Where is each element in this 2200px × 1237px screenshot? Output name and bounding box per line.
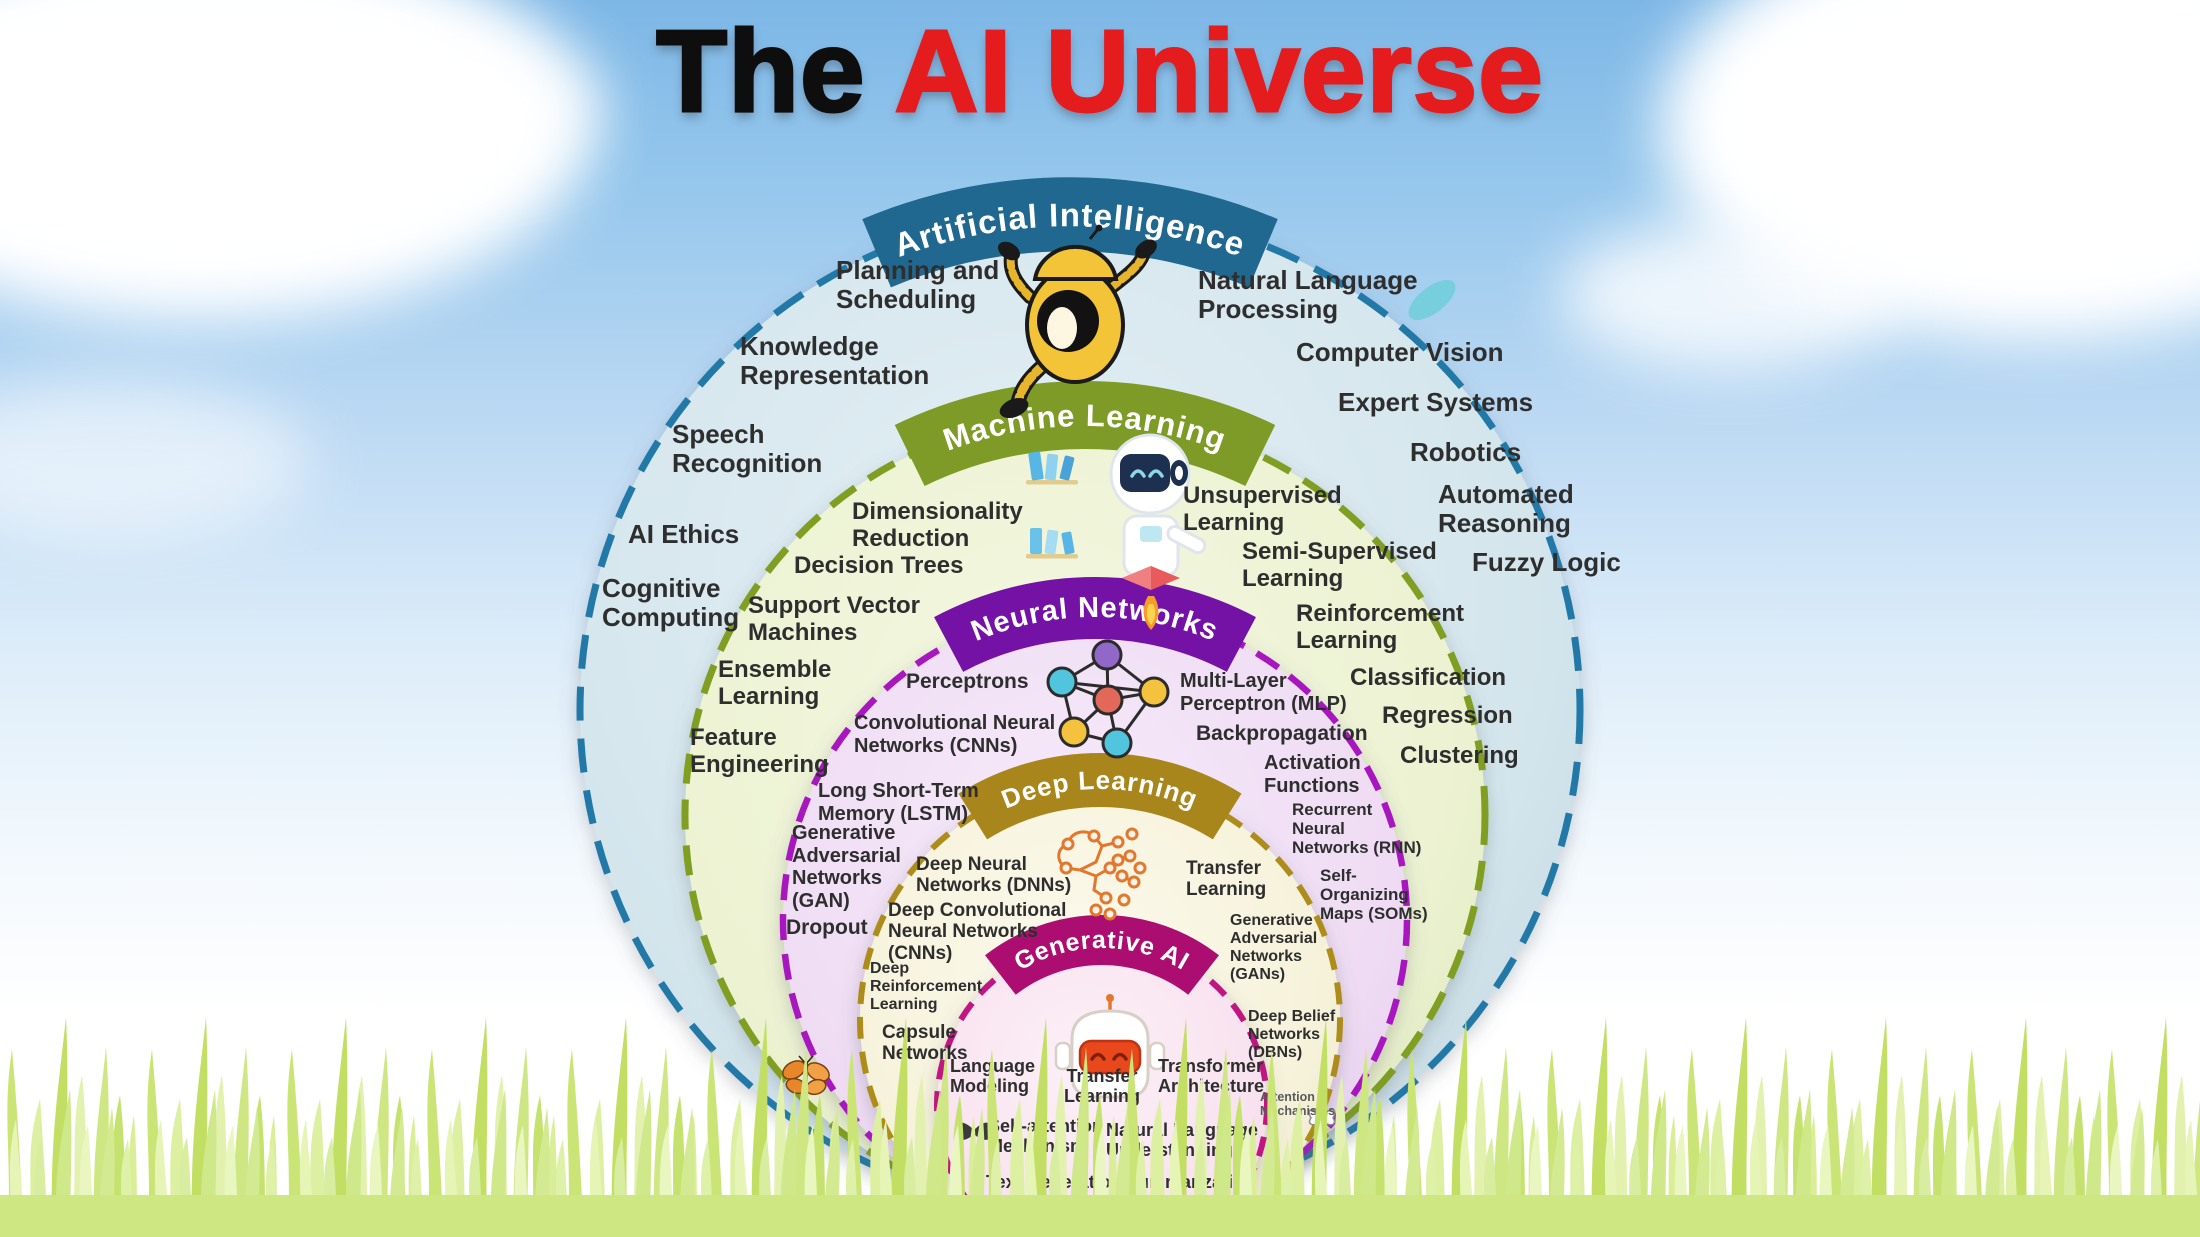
circuit-brain-icon [1057,827,1147,921]
label-perceptrons: Perceptrons [906,670,1029,693]
label-knowledge-representation: Knowledge Representation [740,331,930,391]
label-deep-cnns: Deep Convolutional Neural Networks (CNNs… [888,900,1067,964]
label-text-generation: Text Generation [986,1172,1122,1192]
label-gan: Generative Adversarial Networks (GAN) [792,822,901,912]
label-classification: Classification [1350,664,1507,691]
page-title: The AI Universe [0,4,2200,138]
label-gans: Generative Adversarial Networks (GANs) [1230,912,1318,984]
cloud-title-left [320,40,600,170]
label-self-attention-mechanism: Self-attention Mechanism [988,1116,1103,1157]
banner-neural-networks: Neural Networks [949,592,1242,648]
banner-deep-learning: Deep Learning [973,765,1227,817]
label-dnns: Deep Neural Networks (DNNs) [916,854,1072,897]
label-dbns: Deep Belief Networks (DBNs) [1248,1008,1336,1062]
label-natural-language-understanding: Natural Language Understanding [1106,1120,1259,1161]
cloud-right-mid [1560,220,1900,370]
label-robotics: Robotics [1410,437,1522,467]
label-clustering: Clustering [1400,742,1519,769]
label-ga-transfer-learning: Transfer Learning [1064,1066,1141,1107]
cloud-left-mid [0,380,310,540]
label-dropout: Dropout [786,916,868,939]
label-cnns: Convolutional Neural Networks (CNNs) [854,712,1056,757]
label-deep-reinforcement-learning: Deep Reinforcement Learning [870,960,983,1014]
label-speech-recognition: Speech Recognition [672,419,823,479]
label-reinforcement-learning: Reinforcement Learning [1296,600,1465,655]
label-support-vector-machines: Support Vector Machines [748,592,921,647]
label-dialogue-systems: Dialogue Systems [1060,1198,1137,1237]
ai-robot-icon [997,224,1157,419]
ml-robot-icon [1026,433,1207,630]
label-dimensionality-reduction: Dimensionality Reduction [852,498,1023,553]
banner-machine-learning: Machine Learning [910,397,1261,457]
label-summarization: Summarization [1126,1172,1256,1192]
neural-network-diagram-icon [1046,639,1170,759]
label-backpropagation: Backpropagation [1196,722,1368,745]
title-ai-universe: AI Universe [893,5,1544,138]
label-natural-language-processing: Natural Language Processing [1198,265,1418,325]
cloud-accent-teal [1408,279,1456,321]
label-fuzzy-logic: Fuzzy Logic [1472,547,1621,577]
label-cognitive-computing: Cognitive Computing [602,573,740,633]
label-computer-vision: Computer Vision [1296,337,1504,367]
label-language-modeling: Language Modeling [950,1056,1036,1097]
label-regression: Regression [1382,702,1513,729]
label-unsupervised-learning: Unsupervised Learning [1183,482,1342,537]
label-semi-supervised-learning: Semi-Supervised Learning [1242,538,1437,593]
label-automated-reasoning: Automated Reasoning [1438,479,1574,539]
label-decision-trees: Decision Trees [794,552,964,579]
label-attention-mechanisms: Attention Mechanisms [1260,1090,1336,1119]
label-soms: Self- Organizing Maps (SOMs) [1320,866,1428,924]
label-rnn: Recurrent Neural Networks (RNN) [1292,800,1422,858]
label-expert-systems: Expert Systems [1338,387,1534,417]
books-shelf-icon [1026,451,1078,559]
label-activation-functions: Activation Functions [1264,752,1361,797]
label-lstm: Long Short-Term Memory (LSTM) [818,780,979,825]
label-ensemble-learning: Ensemble Learning [718,656,832,711]
label-transformer-architecture: Transformer Architecture [1158,1056,1265,1097]
label-planning-and-scheduling: Planning and Scheduling [836,255,1000,315]
label-ai-ethics: AI Ethics [628,519,740,549]
label-feature-engineering: Feature Engineering [690,724,829,779]
label-dl-transfer-learning: Transfer Learning [1186,858,1267,901]
title-the: The [655,5,866,138]
label-mlp: Multi-Layer Perceptron (MLP) [1180,670,1347,715]
